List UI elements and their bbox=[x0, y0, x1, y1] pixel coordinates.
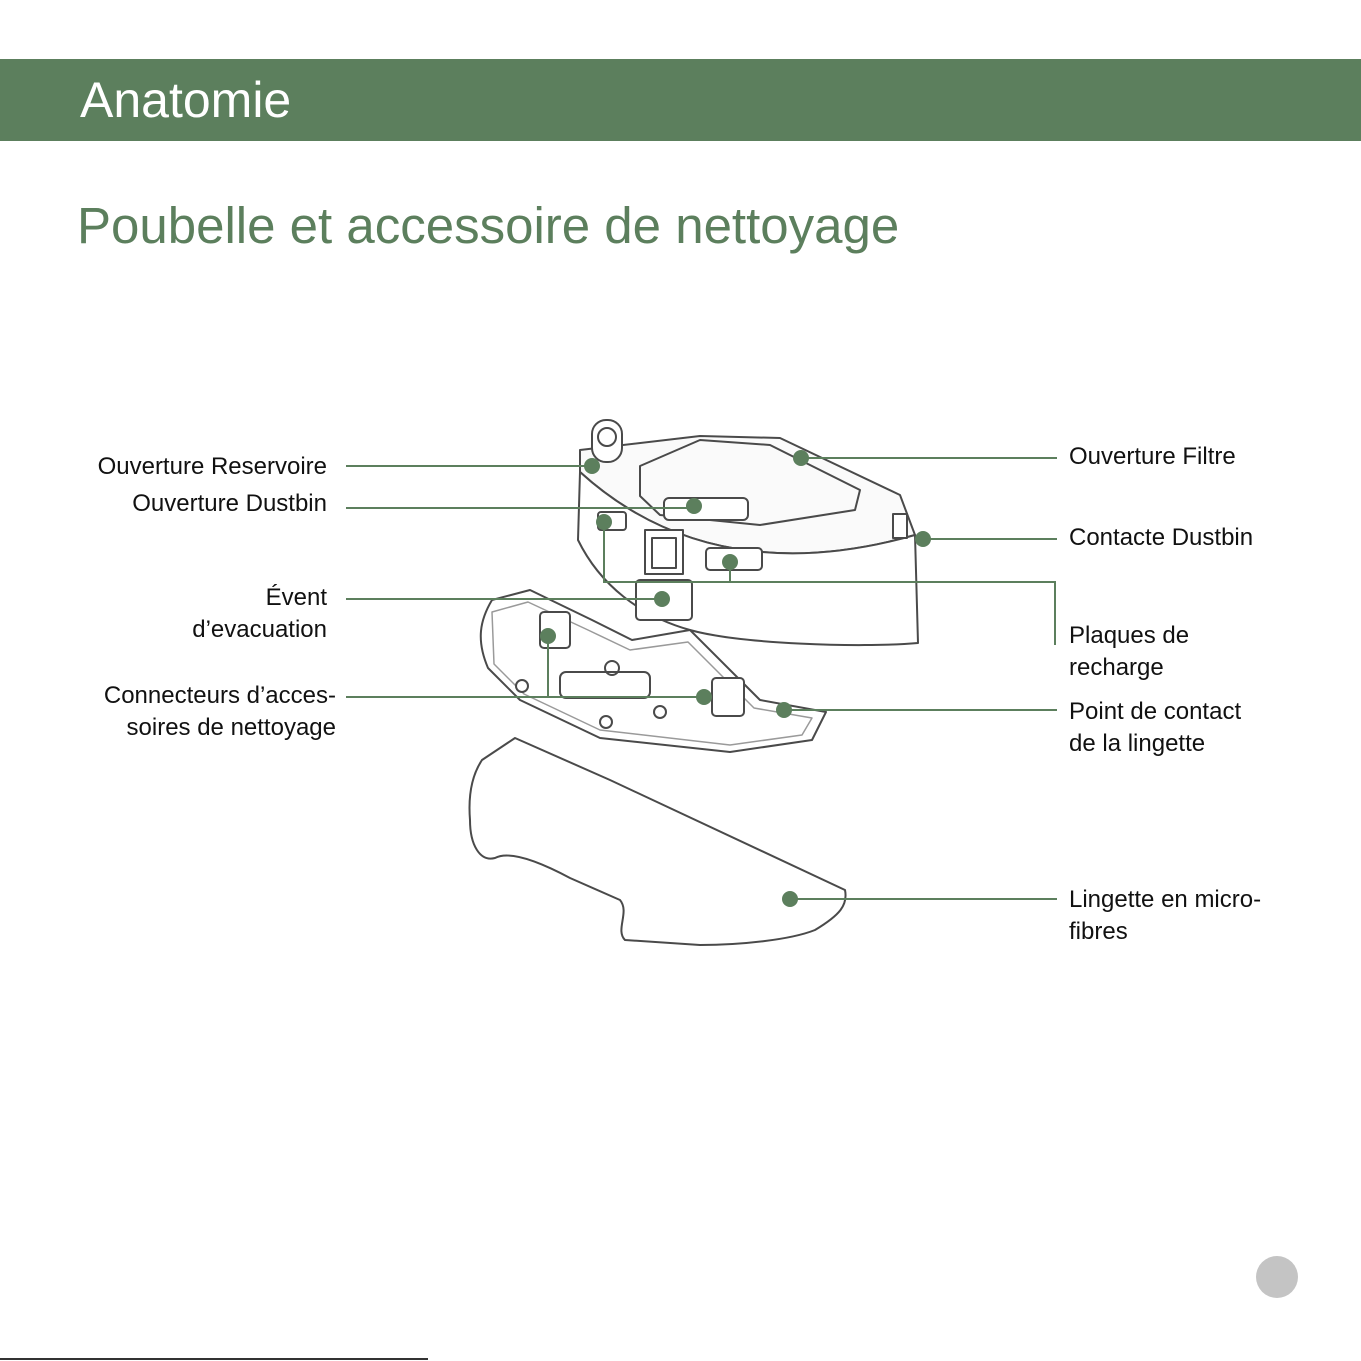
callout-dot bbox=[782, 891, 798, 907]
page-number-dot bbox=[1256, 1256, 1298, 1298]
label-point-contact: Point de contact de la lingette bbox=[1069, 696, 1241, 760]
callout-dot bbox=[722, 554, 738, 570]
callout-dot bbox=[540, 628, 556, 644]
label-event-evacuation: Évent d’evacuation bbox=[192, 582, 327, 646]
callout-dot bbox=[584, 458, 600, 474]
callout-dot bbox=[793, 450, 809, 466]
microfiber-cloth-illustration bbox=[470, 738, 846, 945]
label-ouverture-filtre: Ouverture Filtre bbox=[1069, 441, 1236, 473]
label-plaques-recharge: Plaques de recharge bbox=[1069, 620, 1189, 684]
label-ouverture-reservoir: Ouverture Reservoire bbox=[98, 451, 327, 483]
callout-dot bbox=[654, 591, 670, 607]
label-lingette: Lingette en micro- fibres bbox=[1069, 884, 1261, 948]
dustbin-illustration bbox=[578, 420, 918, 645]
callout-dot bbox=[686, 498, 702, 514]
callout-dot bbox=[696, 689, 712, 705]
callout-dot bbox=[776, 702, 792, 718]
label-connecteurs: Connecteurs d’acces- soires de nettoyage bbox=[104, 680, 336, 744]
connector-right bbox=[712, 678, 744, 716]
callout-dot bbox=[915, 531, 931, 547]
bottom-rule bbox=[0, 1358, 428, 1360]
callout-dot bbox=[596, 514, 612, 530]
label-ouverture-dustbin: Ouverture Dustbin bbox=[132, 488, 327, 520]
label-contacte-dustbin: Contacte Dustbin bbox=[1069, 522, 1253, 554]
